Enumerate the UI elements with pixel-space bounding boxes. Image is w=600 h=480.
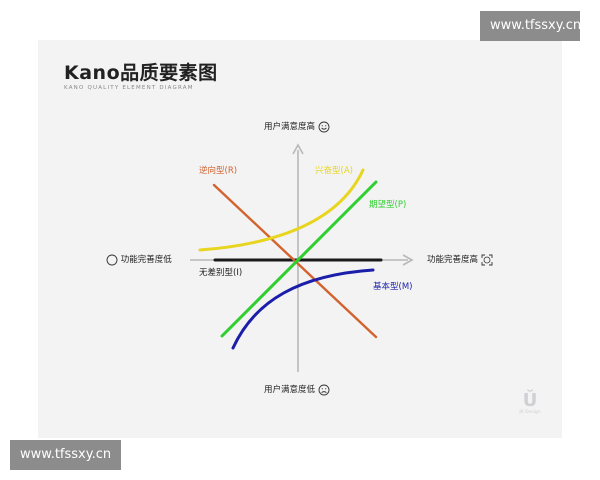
x-axis-arrow [402, 254, 414, 266]
watermark-bottom: www.tfssxy.cn [10, 440, 121, 470]
axis-label-top-text: 用户满意度高 [264, 122, 316, 132]
label-reverse: 逆向型(R) [199, 166, 238, 176]
curve-performance [220, 180, 378, 338]
brand-glyph: Ŭ [522, 390, 538, 411]
label-attractive: 兴奋型(A) [315, 166, 353, 176]
brand-logo: Ŭ JK Design [510, 392, 550, 416]
axis-label-right-text: 功能完善度高 [427, 255, 479, 265]
curve-attractive [198, 168, 365, 252]
page-title: Kano品质要素图 [64, 62, 218, 84]
axis-label-right: 功能完善度高 [427, 253, 493, 266]
label-must-be: 基本型(M) [373, 282, 413, 292]
frown-icon [318, 384, 330, 395]
circle-icon [106, 254, 118, 265]
page-subtitle: KANO QUALITY ELEMENT DIAGRAM [64, 85, 194, 91]
diagram-card [38, 40, 562, 438]
axis-label-left: 功能完善度低 [106, 253, 172, 266]
watermark-top: www.tfssxy.cn [480, 11, 581, 41]
axis-label-bottom-text: 用户满意度低 [264, 385, 316, 395]
axis-label-bottom: 用户满意度低 [264, 383, 330, 396]
label-indifferent: 无差别型(I) [199, 268, 243, 278]
y-axis-arrow [292, 143, 304, 155]
brand-text: JK Design [519, 410, 541, 415]
axis-label-left-text: 功能完善度低 [120, 255, 172, 265]
label-performance: 期望型(P) [369, 200, 407, 210]
axis-label-top: 用户满意度高 [264, 120, 330, 133]
smile-icon [318, 121, 330, 132]
curve-must-be [231, 268, 375, 350]
expand-icon [481, 254, 493, 265]
